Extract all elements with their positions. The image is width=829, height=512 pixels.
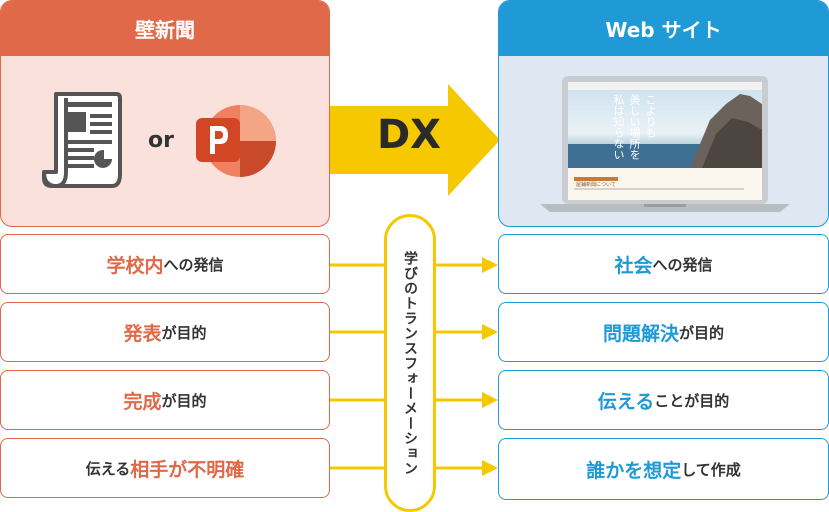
right-row-1-rest: への発信 — [652, 255, 713, 274]
laptop-screen-text-3: 私は知らない — [612, 94, 625, 160]
left-row-3-highlight: 完成 — [123, 390, 162, 413]
right-panel-title: Web サイト — [499, 1, 828, 56]
dx-label: DX — [376, 112, 442, 158]
left-row-4-highlight: 相手が不明確 — [130, 458, 245, 481]
left-row-2-rest: が目的 — [161, 323, 207, 342]
left-row-2: 発表 が目的 — [0, 302, 330, 362]
right-row-1: 社会 への発信 — [498, 234, 829, 294]
left-row-1-rest: への発信 — [163, 255, 224, 274]
left-row-3-rest: が目的 — [161, 391, 207, 410]
right-row-3-rest: ことが目的 — [654, 391, 730, 410]
right-row-3: 伝える ことが目的 — [498, 370, 829, 430]
right-row-4-rest: して作成 — [681, 460, 741, 479]
connector-arrow-icon — [482, 324, 498, 340]
right-row-4-highlight: 誰かを想定 — [586, 459, 682, 482]
right-row-2: 問題解決 が目的 — [498, 302, 829, 362]
connector-arrow-icon — [482, 257, 498, 273]
left-panel-title: 壁新聞 — [1, 1, 329, 56]
left-row-4: 伝える 相手が不明確 — [0, 438, 330, 498]
or-label: or — [148, 128, 174, 153]
right-panel-website: Web サイト — [498, 0, 829, 227]
left-row-1: 学校内 への発信 — [0, 234, 330, 294]
right-row-2-highlight: 問題解決 — [602, 322, 679, 345]
dx-arrow-icon — [330, 84, 500, 196]
learning-transformation-label: 学びのトランスフォーメーション — [402, 250, 418, 476]
laptop-section-title: 屋鋪新聞について — [576, 182, 616, 188]
laptop-screen-text-2: 美しい場所を — [628, 94, 641, 160]
right-row-1-highlight: 社会 — [614, 254, 653, 277]
laptop-icon — [540, 76, 790, 212]
left-row-2-highlight: 発表 — [123, 322, 162, 345]
left-row-1-highlight: 学校内 — [106, 254, 164, 277]
right-row-3-highlight: 伝える — [597, 390, 655, 413]
learning-transformation-pill: 学びのトランスフォーメーション — [384, 214, 436, 512]
powerpoint-icon — [196, 105, 276, 177]
right-row-2-rest: が目的 — [679, 323, 725, 342]
right-row-4: 誰かを想定 して作成 — [498, 438, 829, 500]
left-row-4-prefix: 伝える — [85, 459, 131, 478]
left-row-3: 完成 が目的 — [0, 370, 330, 430]
connector-arrows — [330, 257, 498, 476]
newspaper-icon — [42, 92, 122, 189]
laptop-screen-text-1: こよりも — [644, 94, 657, 138]
connector-arrow-icon — [482, 392, 498, 408]
connector-arrow-icon — [482, 460, 498, 476]
